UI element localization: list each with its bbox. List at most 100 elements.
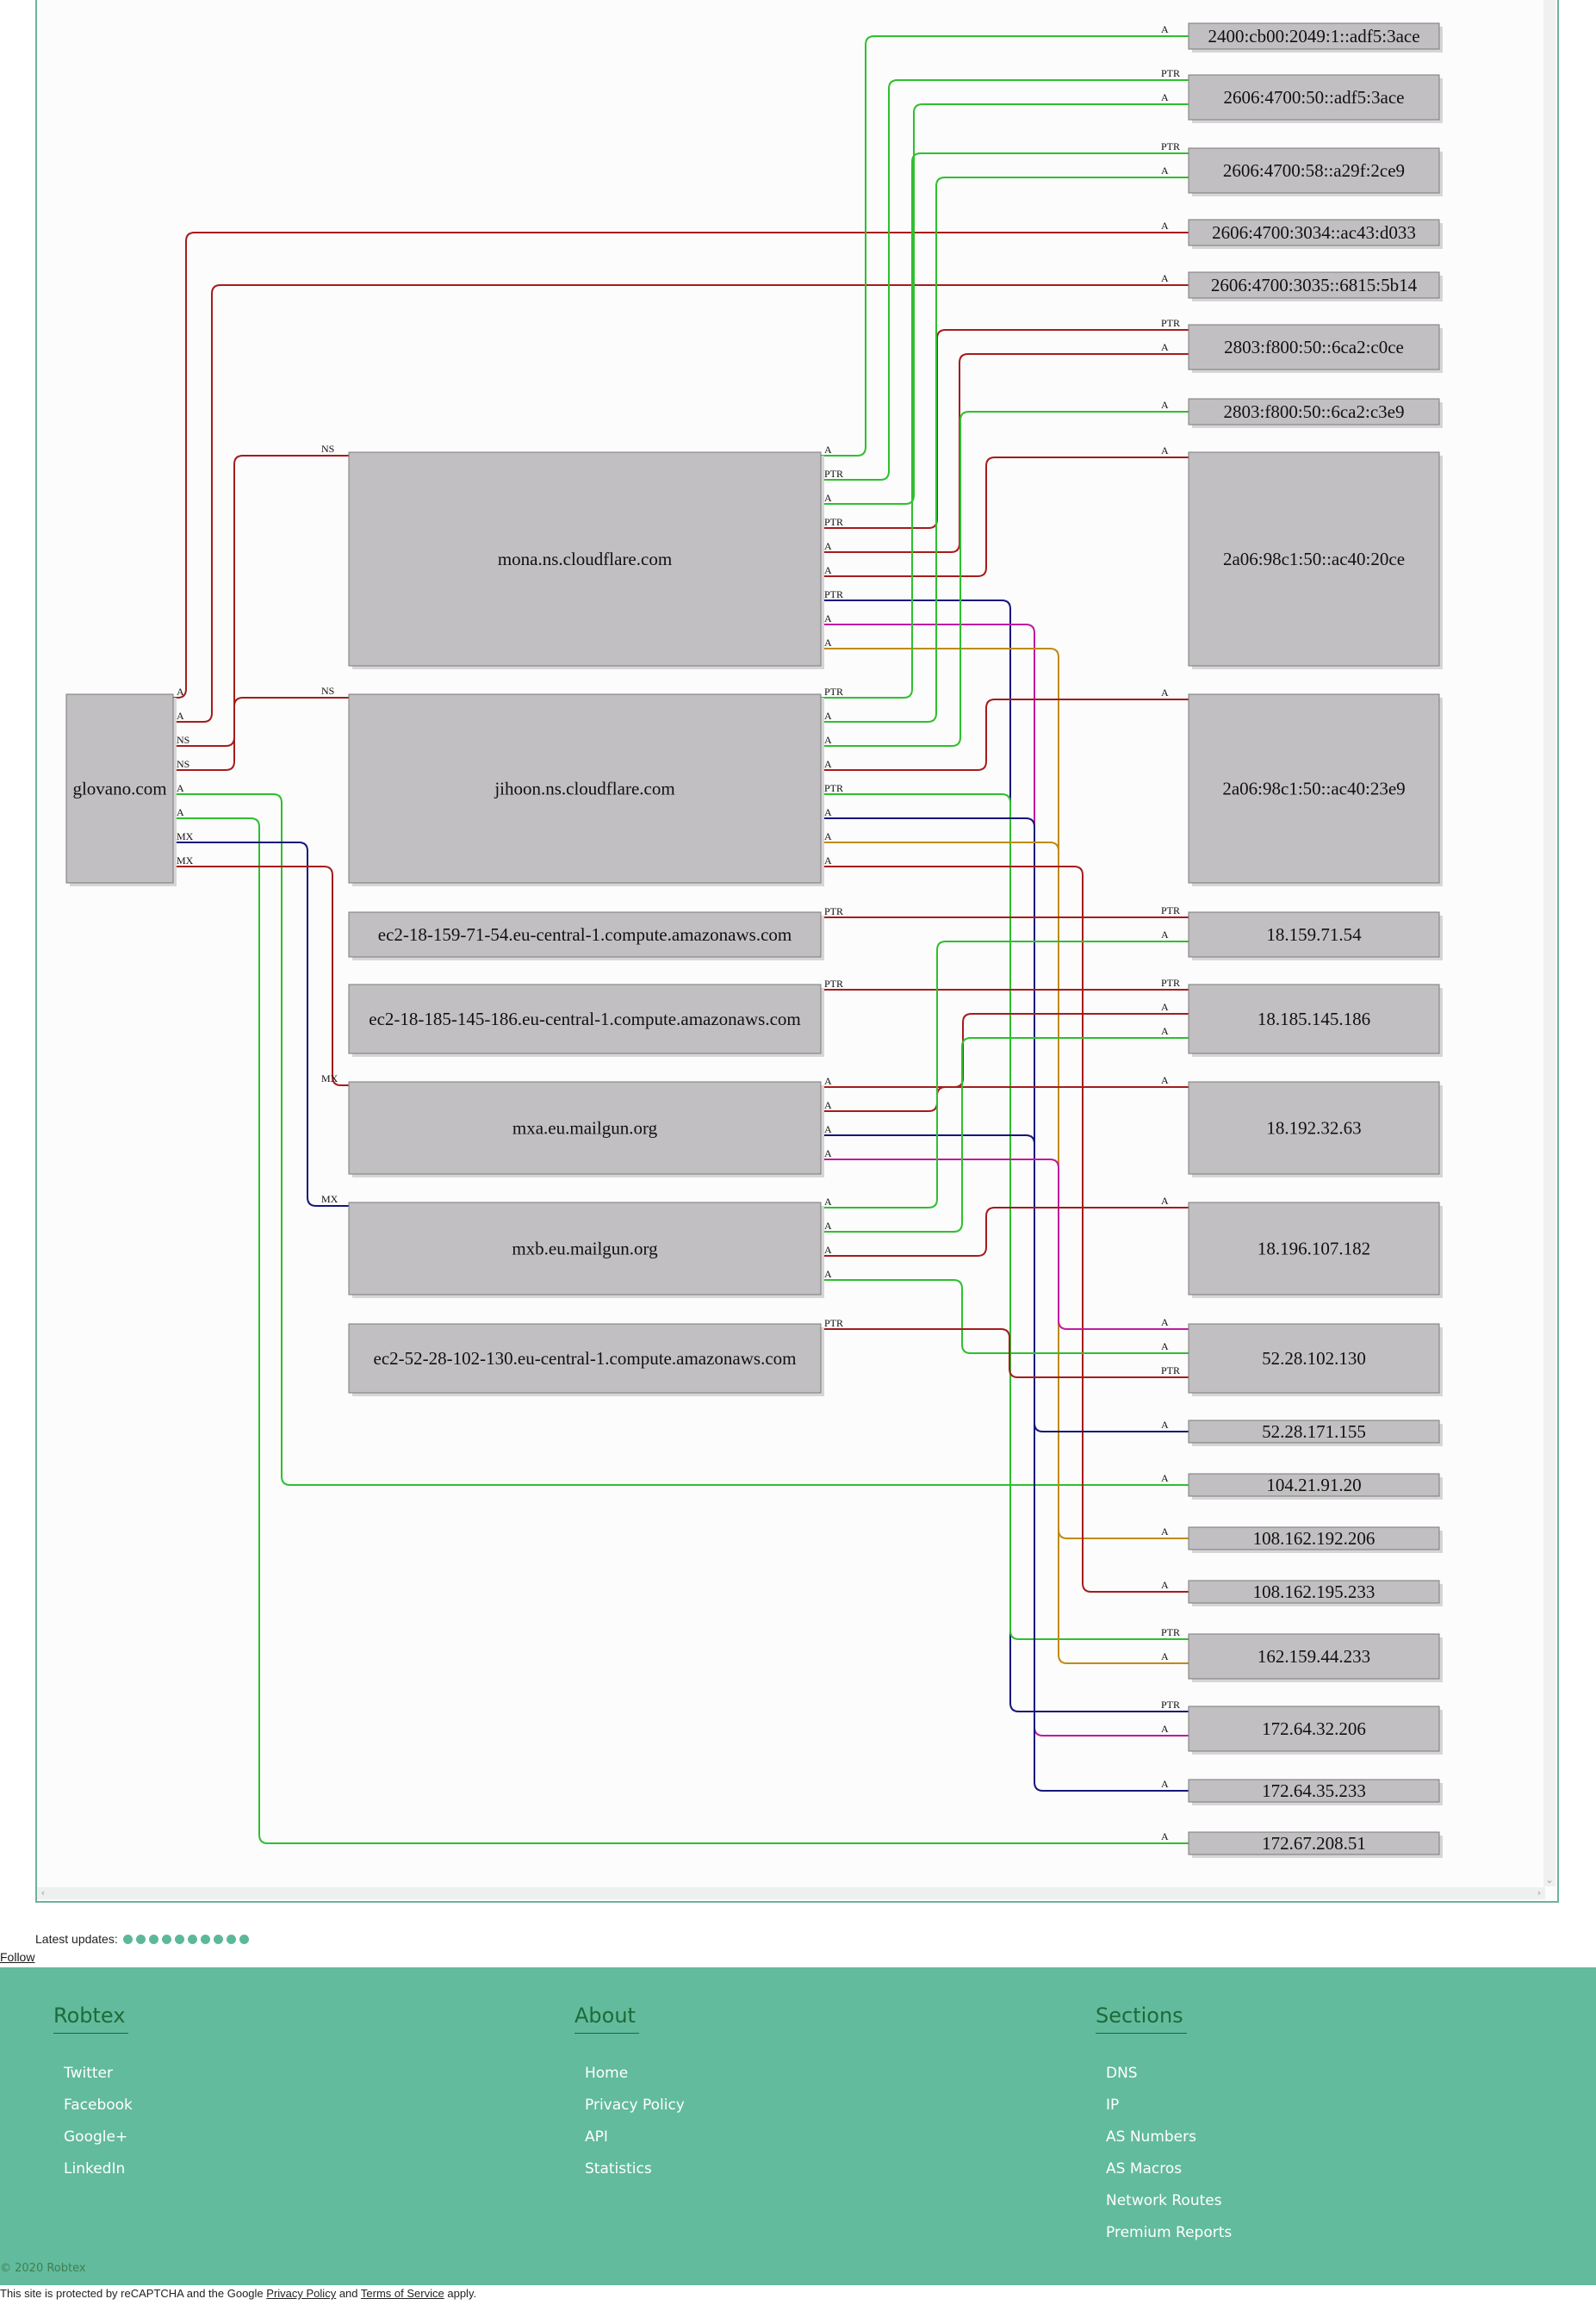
- edge-label: A: [824, 830, 832, 842]
- update-dot[interactable]: [161, 1934, 171, 1944]
- edge-jihoon-r3: [821, 152, 1189, 699]
- node-glovano[interactable]: glovano.com: [65, 693, 177, 886]
- edge-glovano-jihoon: [173, 697, 349, 771]
- edge-mona-r20: [821, 624, 1189, 1737]
- footer-link-googleplus[interactable]: Google+: [64, 2128, 128, 2146]
- edge-label: A: [177, 686, 184, 698]
- footer-link-as-macros[interactable]: AS Macros: [1106, 2160, 1183, 2178]
- footer-link-ip[interactable]: IP: [1106, 2097, 1120, 2114]
- footer: Robtex Twitter Facebook Google+ LinkedIn…: [0, 1967, 1596, 2285]
- recaptcha-privacy-link[interactable]: Privacy Policy: [266, 2287, 337, 2300]
- recaptcha-terms-link[interactable]: Terms of Service: [360, 2287, 444, 2300]
- node-r7[interactable]: 2803:f800:50::6ca2:c3e9: [1188, 398, 1443, 428]
- edge-label: PTR: [1161, 67, 1180, 79]
- node-r15-label: 52.28.171.155: [1262, 1421, 1366, 1442]
- footer-link-as-numbers[interactable]: AS Numbers: [1106, 2128, 1196, 2146]
- edge-label: A: [1161, 929, 1169, 941]
- edge-jihoon-r3: [821, 177, 1189, 723]
- node-r2[interactable]: 2606:4700:50::adf5:3ace: [1188, 74, 1443, 123]
- node-jihoon[interactable]: jihoon.ns.cloudflare.com: [348, 693, 824, 886]
- footer-link-premium-reports[interactable]: Premium Reports: [1106, 2224, 1233, 2241]
- node-r22[interactable]: 172.67.208.51: [1188, 1831, 1443, 1858]
- node-r12[interactable]: 18.192.32.63: [1188, 1081, 1443, 1177]
- follow-link[interactable]: Follow: [0, 1950, 35, 1964]
- node-r9[interactable]: 2a06:98c1:50::ac40:23e9: [1188, 693, 1443, 886]
- update-dot[interactable]: [213, 1934, 223, 1944]
- edge-mona-r1: [821, 35, 1189, 457]
- node-r21[interactable]: 172.64.35.233: [1188, 1779, 1443, 1805]
- node-r10[interactable]: 18.159.71.54: [1188, 911, 1443, 960]
- edge-label: A: [824, 1196, 832, 1208]
- node-mxb[interactable]: mxb.eu.mailgun.org: [348, 1202, 824, 1298]
- edge-label: A: [1161, 1025, 1169, 1037]
- node-mona[interactable]: mona.ns.cloudflare.com: [348, 451, 824, 669]
- footer-link-linkedin[interactable]: LinkedIn: [64, 2160, 126, 2178]
- footer-link-api[interactable]: API: [585, 2128, 608, 2146]
- scroll-left-icon[interactable]: ‹: [40, 1887, 46, 1898]
- edge-label: A: [1161, 272, 1169, 284]
- update-dot[interactable]: [187, 1934, 197, 1944]
- node-mona-label: mona.ns.cloudflare.com: [498, 549, 672, 569]
- edge-label: A: [824, 854, 832, 867]
- node-r4-label: 2606:4700:3034::ac43:d033: [1212, 222, 1416, 243]
- node-r20[interactable]: 172.64.32.206: [1188, 1705, 1443, 1755]
- node-r8[interactable]: 2a06:98c1:50::ac40:20ce: [1188, 451, 1443, 669]
- vertical-scrollbar[interactable]: ⌄: [1543, 0, 1556, 1886]
- edge-label: PTR: [1161, 317, 1180, 329]
- edge-glovano-r4: [173, 232, 1189, 699]
- node-r13[interactable]: 18.196.107.182: [1188, 1202, 1443, 1298]
- edge-label: A: [824, 1123, 832, 1135]
- update-dot[interactable]: [148, 1934, 158, 1944]
- node-r19[interactable]: 162.159.44.233: [1188, 1633, 1443, 1682]
- edge-label: A: [824, 564, 832, 576]
- node-r21-label: 172.64.35.233: [1262, 1780, 1366, 1801]
- edge-label: A: [1161, 165, 1169, 177]
- node-r14[interactable]: 52.28.102.130: [1188, 1323, 1443, 1396]
- edge-label: MX: [177, 830, 194, 842]
- node-r11[interactable]: 18.185.145.186: [1188, 984, 1443, 1057]
- node-r6[interactable]: 2803:f800:50::6ca2:c0ce: [1188, 324, 1443, 373]
- footer-col-about: About Home Privacy Policy API Statistics: [574, 2004, 685, 2185]
- footer-link-dns[interactable]: DNS: [1106, 2065, 1138, 2082]
- scroll-right-icon[interactable]: ›: [1537, 1887, 1542, 1898]
- scroll-down-icon[interactable]: ⌄: [1545, 1874, 1554, 1886]
- node-mxa[interactable]: mxa.eu.mailgun.org: [348, 1081, 824, 1177]
- edge-label: PTR: [824, 978, 843, 990]
- update-dot[interactable]: [239, 1934, 249, 1944]
- node-r5[interactable]: 2606:4700:3035::6815:5b14: [1188, 271, 1443, 301]
- edge-jihoon-r7: [821, 411, 1189, 747]
- footer-link-facebook[interactable]: Facebook: [64, 2097, 133, 2114]
- update-dot[interactable]: [226, 1934, 236, 1944]
- node-r19-label: 162.159.44.233: [1258, 1646, 1370, 1667]
- footer-heading-robtex: Robtex: [53, 2004, 129, 2034]
- node-r18[interactable]: 108.162.195.233: [1188, 1580, 1443, 1606]
- update-dot[interactable]: [174, 1934, 184, 1944]
- node-r16[interactable]: 104.21.91.20: [1188, 1473, 1443, 1500]
- footer-link-home[interactable]: Home: [585, 2065, 629, 2082]
- update-dot[interactable]: [200, 1934, 210, 1944]
- edge-label: PTR: [1161, 1699, 1180, 1711]
- horizontal-scrollbar[interactable]: ‹ ›: [37, 1887, 1545, 1899]
- edge-label: A: [1161, 1472, 1169, 1484]
- edge-label: A: [824, 710, 832, 722]
- dns-graph: AAAANSNSNSNSAAAAMXMXMXMXAAPTRPTRAAPTRPTR…: [65, 22, 1443, 1858]
- footer-link-network-routes[interactable]: Network Routes: [1106, 2192, 1222, 2209]
- update-dot[interactable]: [122, 1934, 133, 1944]
- node-r15[interactable]: 52.28.171.155: [1188, 1420, 1443, 1446]
- update-dot[interactable]: [135, 1934, 146, 1944]
- footer-link-privacy-policy[interactable]: Privacy Policy: [585, 2097, 685, 2114]
- node-r1[interactable]: 2400:cb00:2049:1::adf5:3ace: [1188, 22, 1443, 53]
- footer-link-statistics[interactable]: Statistics: [585, 2160, 652, 2178]
- node-ec2b[interactable]: ec2-18-185-145-186.eu-central-1.compute.…: [348, 984, 824, 1057]
- node-r4[interactable]: 2606:4700:3034::ac43:d033: [1188, 219, 1443, 249]
- edge-mxa-r15: [821, 1134, 1189, 1432]
- node-ec2c[interactable]: ec2-52-28-102-130.eu-central-1.compute.a…: [348, 1323, 824, 1396]
- node-ec2a[interactable]: ec2-18-159-71-54.eu-central-1.compute.am…: [348, 911, 824, 960]
- footer-link-twitter[interactable]: Twitter: [64, 2065, 113, 2082]
- node-r3[interactable]: 2606:4700:58::a29f:2ce9: [1188, 147, 1443, 196]
- footer-col-sections: Sections DNS IP AS Numbers AS Macros Net…: [1096, 2004, 1232, 2249]
- edge-label: A: [1161, 91, 1169, 103]
- node-r17[interactable]: 108.162.192.206: [1188, 1526, 1443, 1553]
- edge-label: A: [824, 734, 832, 746]
